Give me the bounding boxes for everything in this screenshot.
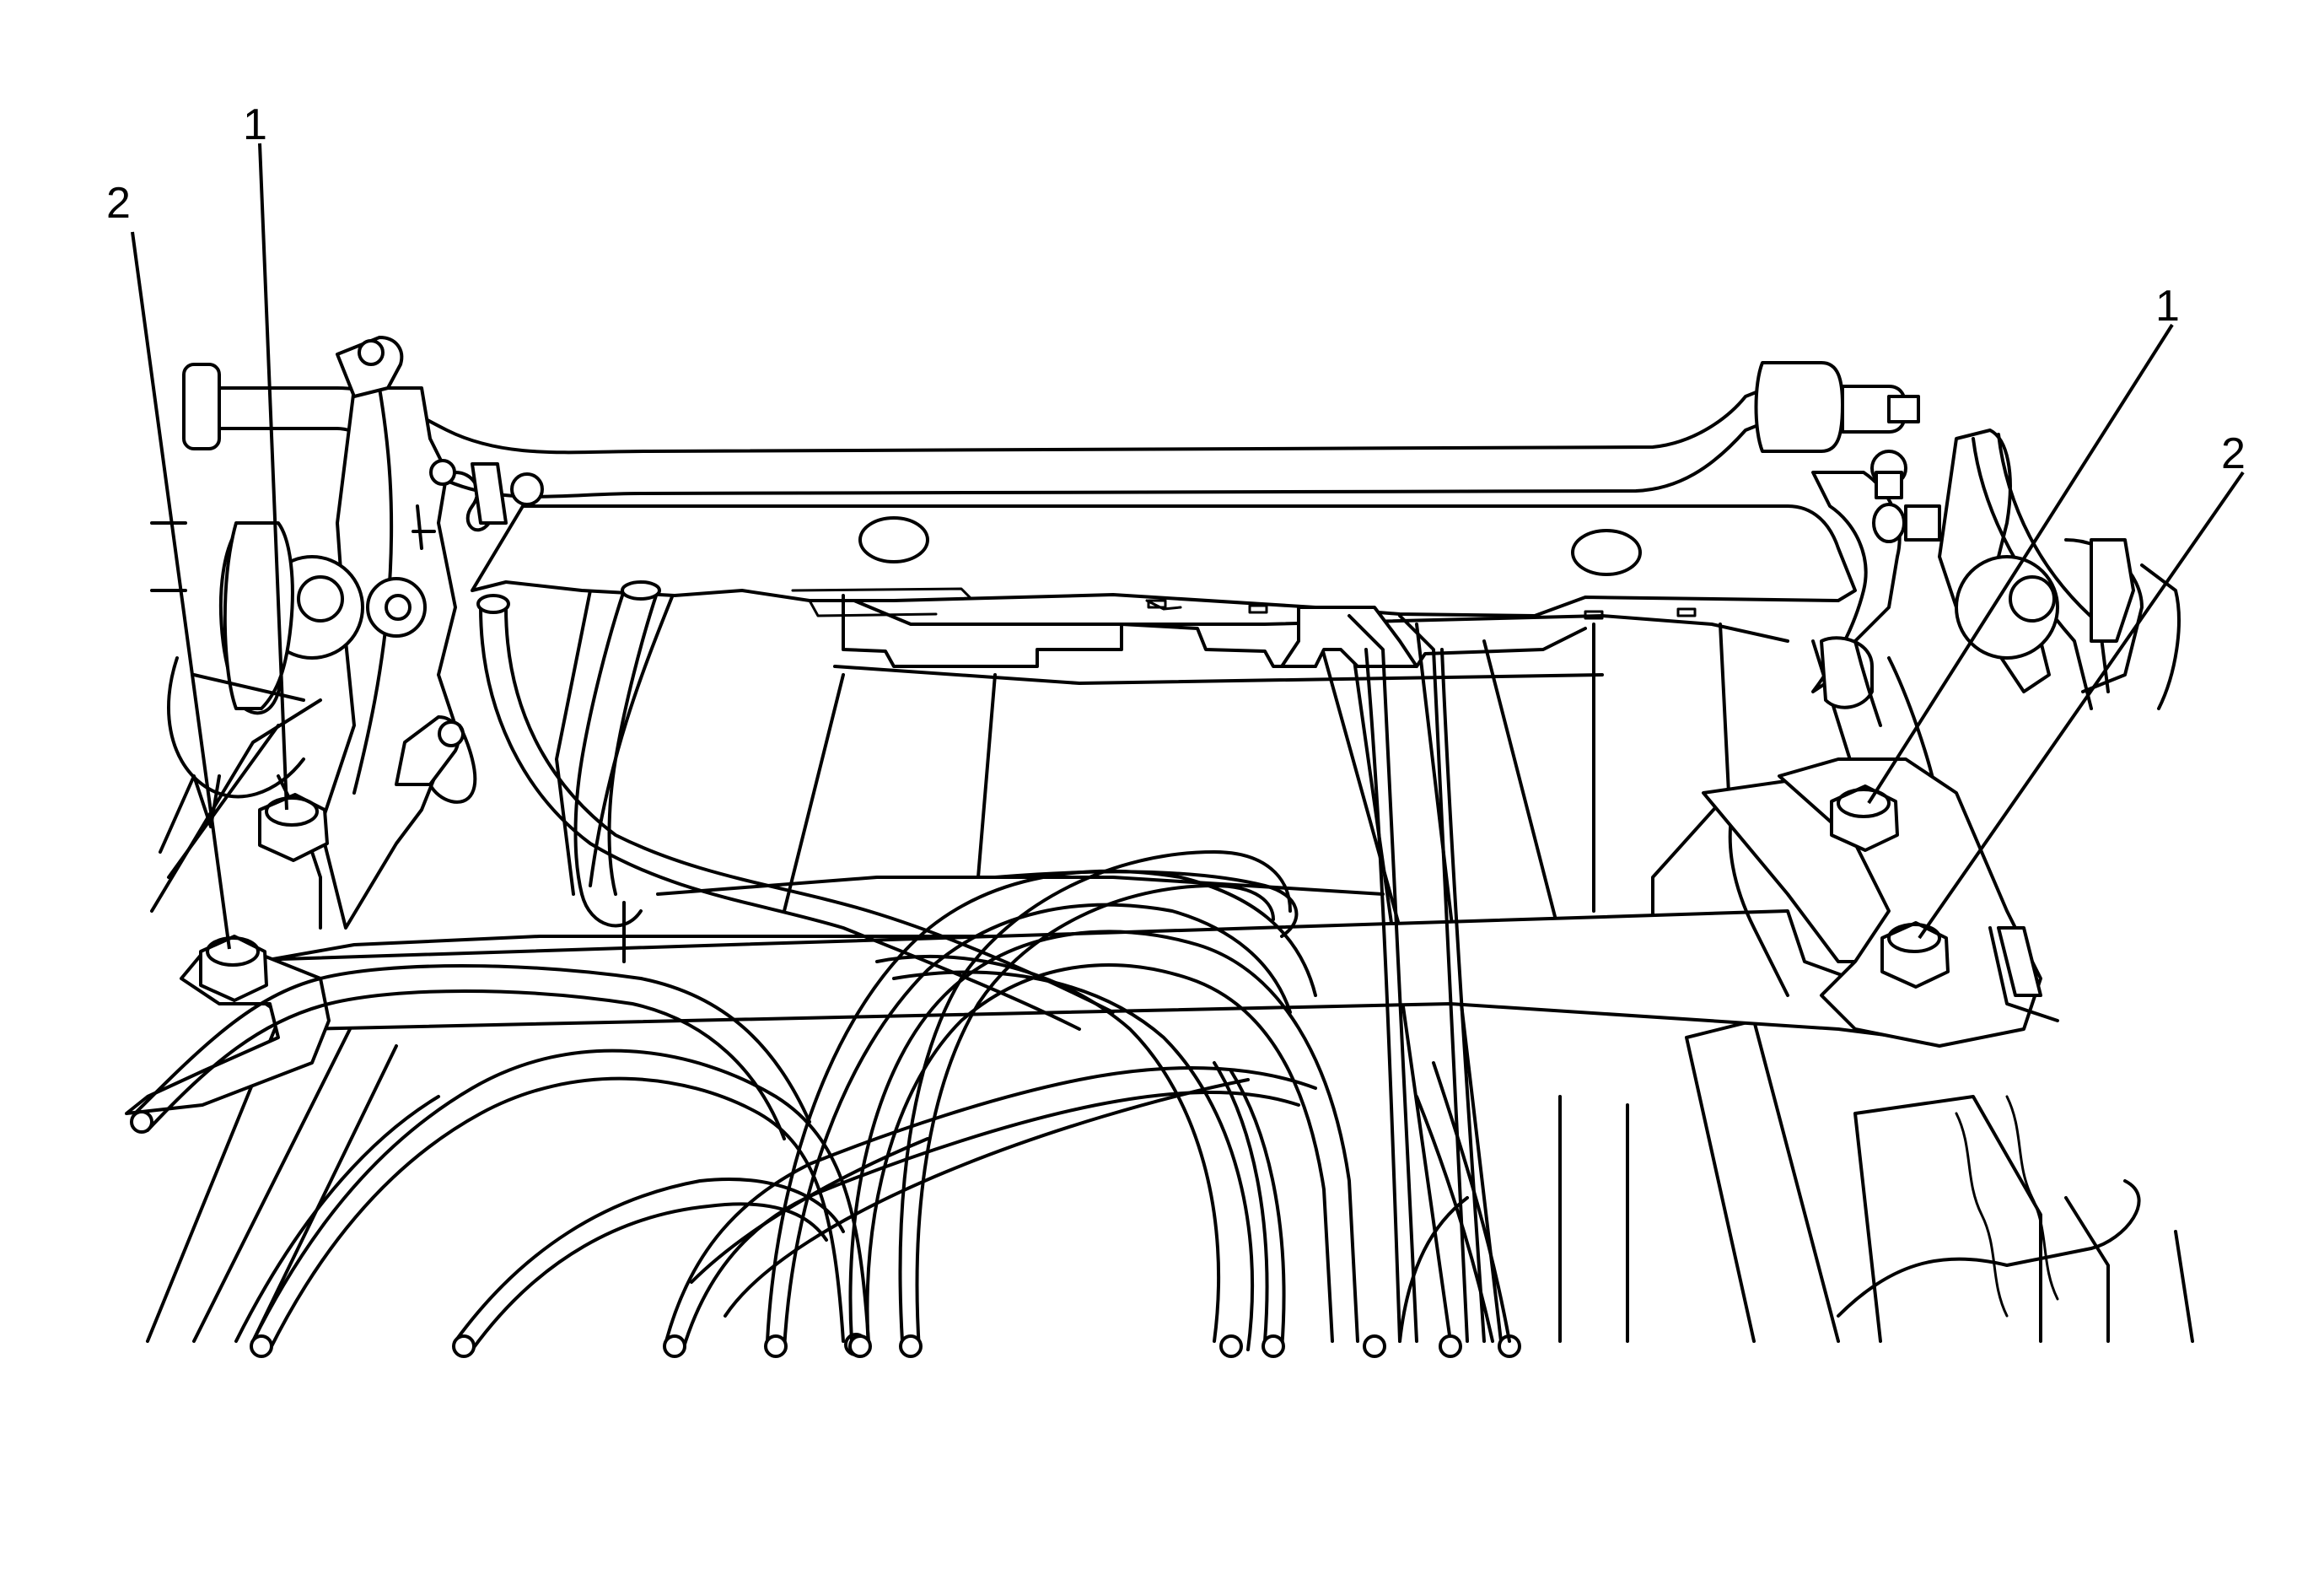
left-bolt-2 xyxy=(199,935,268,1002)
bracket-plate xyxy=(471,504,1857,668)
callout-label-right-2: 2 xyxy=(2221,429,2246,478)
callout-label-left-1: 1 xyxy=(243,100,267,149)
lower-cross-beam xyxy=(201,774,1907,1039)
center-strap xyxy=(1348,614,1521,1358)
cable-bundle xyxy=(130,580,1359,1358)
right-bolt-1 xyxy=(1830,784,1899,852)
upper-rod xyxy=(182,361,1920,499)
callout-right-2: 2 xyxy=(1918,429,2246,940)
callout-label-left-2: 2 xyxy=(106,179,131,228)
right-latch xyxy=(1811,429,2181,811)
left-latch xyxy=(150,336,544,930)
callout-label-right-1: 1 xyxy=(2155,282,2180,331)
left-bolt-1 xyxy=(258,793,329,862)
right-bolt-2 xyxy=(1880,921,1950,989)
callout-left-1: 1 xyxy=(243,100,288,811)
callout-left-2: 2 xyxy=(106,179,231,950)
callout-right-1: 1 xyxy=(1867,282,2180,805)
